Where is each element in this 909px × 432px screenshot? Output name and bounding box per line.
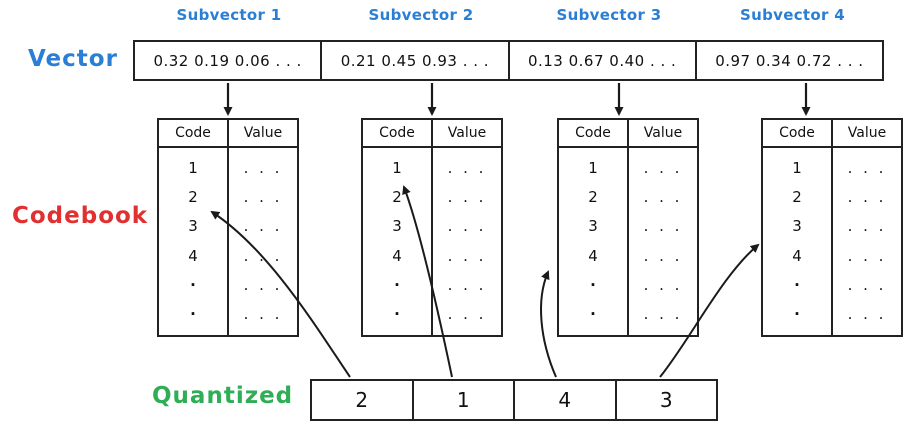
codebook-body-1: 1 2 3 4 · · . . . . . . . . . . . . . . …	[159, 148, 297, 335]
codebook-code-cell: 2	[588, 188, 598, 207]
codebook-code-column-4: 1 2 3 4 · ·	[763, 148, 831, 335]
quantized-cell-4: 3	[614, 381, 717, 419]
codebook-header-value-3: Value	[627, 120, 697, 146]
codebook-code-cell: 4	[588, 246, 598, 265]
codebook-table-2: Code Value 1 2 3 4 · · . . . . . . . . .…	[361, 118, 503, 337]
codebook-header-code-3: Code	[575, 125, 611, 141]
codebook-value-cell: . . .	[643, 246, 683, 265]
codebook-header-row-4: Code Value	[763, 120, 901, 148]
codebook-code-column-1: 1 2 3 4 · ·	[159, 148, 227, 335]
codebook-value-cell: . . .	[447, 275, 487, 294]
codebook-code-cell: ·	[394, 275, 400, 294]
codebook-code-cell: ·	[590, 275, 596, 294]
codebook-value-column-1: . . . . . . . . . . . . . . . . . .	[227, 148, 297, 335]
quantized-cell-3: 4	[513, 381, 615, 419]
codebook-code-cell: 2	[188, 188, 198, 207]
codebook-header-row-2: Code Value	[363, 120, 501, 148]
codebook-code-cell: 4	[392, 246, 402, 265]
subvector-header-4: Subvector 4	[740, 6, 845, 24]
codebook-code-cell: 1	[588, 159, 598, 178]
codebook-code-cell: 3	[392, 217, 402, 236]
codebook-code-cell: 4	[188, 246, 198, 265]
codebook-value-cell: . . .	[643, 275, 683, 294]
vector-cell-2: 0.21 0.45 0.93 . . .	[320, 42, 507, 79]
codebook-value-cell: . . .	[243, 275, 283, 294]
codebook-code-cell: 3	[792, 217, 802, 236]
arrow-quantized-3-to-codebook-3	[540, 270, 557, 378]
codebook-value-column-2: . . . . . . . . . . . . . . . . . .	[431, 148, 501, 335]
codebook-value-cell: . . .	[243, 304, 283, 323]
codebook-code-column-2: 1 2 3 4 · ·	[363, 148, 431, 335]
codebook-label: Codebook	[12, 203, 149, 229]
codebook-table-3: Code Value 1 2 3 4 · · . . . . . . . . .…	[557, 118, 699, 337]
codebook-table-4: Code Value 1 2 3 4 · · . . . . . . . . .…	[761, 118, 903, 337]
codebook-code-cell: ·	[794, 304, 800, 323]
codebook-value-cell: . . .	[847, 188, 887, 207]
codebook-code-cell: 3	[188, 217, 198, 236]
subvector-header-1: Subvector 1	[176, 6, 282, 24]
quantized-strip: 2 1 4 3	[310, 379, 718, 421]
codebook-header-row-3: Code Value	[559, 120, 697, 148]
codebook-header-code-2: Code	[379, 125, 415, 141]
codebook-value-cell: . . .	[447, 188, 487, 207]
codebook-value-cell: . . .	[243, 217, 283, 236]
codebook-code-cell: 4	[792, 246, 802, 265]
codebook-code-cell: ·	[190, 304, 196, 323]
codebook-code-cell: ·	[794, 275, 800, 294]
codebook-header-row-1: Code Value	[159, 120, 297, 148]
codebook-value-cell: . . .	[643, 304, 683, 323]
codebook-value-column-4: . . . . . . . . . . . . . . . . . .	[831, 148, 901, 335]
quantized-label: Quantized	[152, 383, 294, 409]
codebook-value-cell: . . .	[243, 159, 283, 178]
codebook-code-cell: 3	[588, 217, 598, 236]
codebook-code-cell: 1	[188, 159, 198, 178]
vector-cell-1: 0.32 0.19 0.06 . . .	[153, 51, 302, 70]
codebook-value-cell: . . .	[447, 246, 487, 265]
codebook-value-cell: . . .	[847, 275, 887, 294]
codebook-value-cell: . . .	[643, 188, 683, 207]
codebook-code-cell: ·	[394, 304, 400, 323]
subvector-header-3: Subvector 3	[556, 6, 662, 24]
codebook-value-cell: . . .	[243, 246, 283, 265]
codebook-value-cell: . . .	[447, 217, 487, 236]
vector-cell-3: 0.13 0.67 0.40 . . .	[507, 42, 695, 79]
codebook-value-cell: . . .	[447, 304, 487, 323]
vector-strip: 0.32 0.19 0.06 . . . 0.21 0.45 0.93 . . …	[133, 40, 884, 81]
codebook-value-cell: . . .	[847, 246, 887, 265]
codebook-table-1: Code Value 1 2 3 4 · · . . . . . . . . .…	[157, 118, 299, 337]
codebook-header-value-1: Value	[227, 120, 297, 146]
codebook-header-value-4: Value	[831, 120, 901, 146]
codebook-body-3: 1 2 3 4 · · . . . . . . . . . . . . . . …	[559, 148, 697, 335]
codebook-code-cell: 2	[792, 188, 802, 207]
codebook-code-cell: 1	[392, 159, 402, 178]
subvector-header-2: Subvector 2	[368, 6, 474, 24]
codebook-code-cell: ·	[590, 304, 596, 323]
codebook-value-cell: . . .	[643, 159, 683, 178]
codebook-header-code-4: Code	[779, 125, 815, 141]
codebook-code-cell: 2	[392, 188, 402, 207]
quantized-cell-2: 1	[411, 381, 514, 419]
codebook-value-cell: . . .	[447, 159, 487, 178]
vector-cell-4: 0.97 0.34 0.72 . . .	[694, 42, 882, 79]
codebook-value-cell: . . .	[243, 188, 283, 207]
codebook-code-cell: 1	[792, 159, 802, 178]
codebook-code-cell: ·	[190, 275, 196, 294]
codebook-value-cell: . . .	[643, 217, 683, 236]
codebook-body-4: 1 2 3 4 · · . . . . . . . . . . . . . . …	[763, 148, 901, 335]
codebook-code-column-3: 1 2 3 4 · ·	[559, 148, 627, 335]
codebook-header-value-2: Value	[431, 120, 501, 146]
codebook-value-column-3: . . . . . . . . . . . . . . . . . .	[627, 148, 697, 335]
codebook-value-cell: . . .	[847, 159, 887, 178]
quantized-cell-1: 2	[355, 388, 369, 412]
vector-label: Vector	[28, 46, 118, 72]
codebook-value-cell: . . .	[847, 217, 887, 236]
codebook-body-2: 1 2 3 4 · · . . . . . . . . . . . . . . …	[363, 148, 501, 335]
codebook-header-code-1: Code	[175, 125, 211, 141]
codebook-value-cell: . . .	[847, 304, 887, 323]
